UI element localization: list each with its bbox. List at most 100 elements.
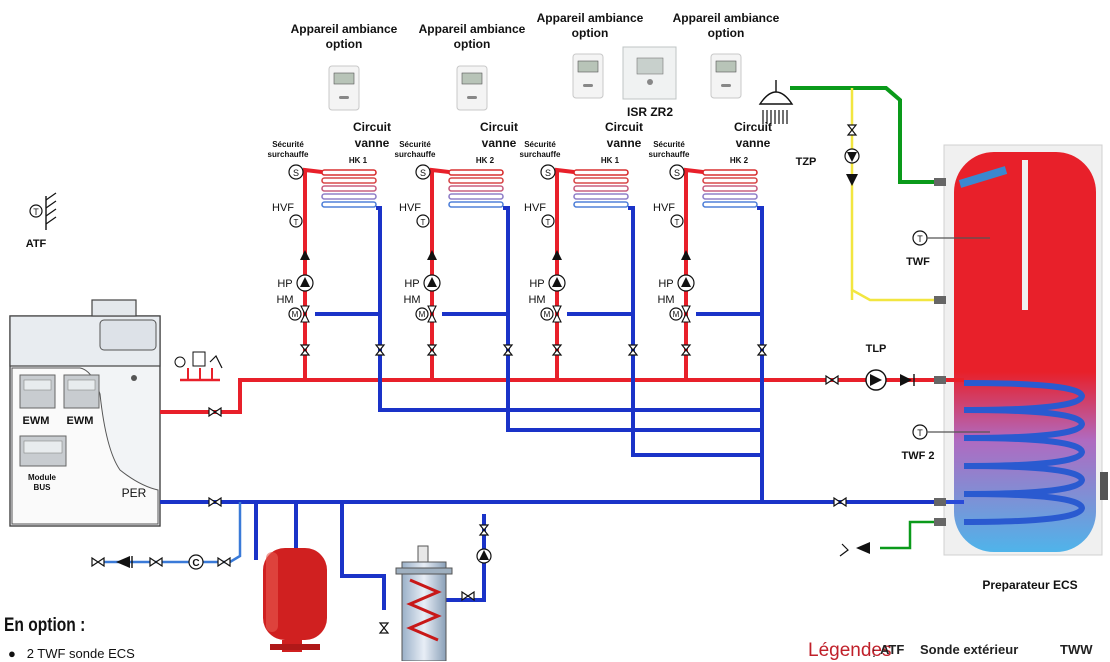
room-unit-sub: option xyxy=(326,37,363,51)
radiator-icon xyxy=(448,169,504,208)
isolation-valve-icon xyxy=(208,497,222,507)
mixing-valve-motor-icon xyxy=(540,307,554,321)
legend-code-2: TWW xyxy=(1060,642,1093,657)
isolation-valve-icon xyxy=(91,557,105,567)
safety-label: Sécurité xyxy=(272,140,304,149)
tank-sensors: TZP T TWF TLP T TWF 2 xyxy=(758,80,990,526)
safety-label: Sécurité xyxy=(653,140,685,149)
hvf-label: HVF xyxy=(524,202,546,214)
isolation-valve-icon xyxy=(833,497,847,507)
temperature-sensor-icon xyxy=(416,214,430,228)
pumps xyxy=(476,148,915,564)
hm-label: HM xyxy=(403,294,420,306)
isolation-valve-icon xyxy=(375,344,385,356)
isolation-valve-icon xyxy=(681,344,691,356)
isolation-valve-icon xyxy=(427,344,437,356)
svg-text:T: T xyxy=(546,218,551,227)
boiler: EWM EWM Module BUS PER xyxy=(9,299,161,527)
svg-text:C: C xyxy=(192,558,199,569)
circuit-title: Circuit xyxy=(480,120,518,134)
thermostat-icon xyxy=(456,65,488,111)
room-unit-label: Appareil ambiance xyxy=(419,22,526,36)
svg-text:S: S xyxy=(674,168,680,178)
isolation-valve-icon xyxy=(628,344,638,356)
per-label: PER xyxy=(122,486,147,500)
safety-thermostat-icon xyxy=(540,164,556,180)
hp-label: HP xyxy=(658,278,673,290)
circuit-title: Circuit xyxy=(734,120,772,134)
twf-label: TWF xyxy=(906,256,930,268)
hm-label: HM xyxy=(276,294,293,306)
safety-thermostat-icon xyxy=(669,164,685,180)
svg-text:T: T xyxy=(33,207,39,217)
svg-text:S: S xyxy=(420,168,426,178)
radiator-icon xyxy=(702,169,758,208)
temperature-sensor-icon xyxy=(289,214,303,228)
circuit-title: vanne xyxy=(607,136,642,150)
hvf-label: HVF xyxy=(399,202,421,214)
safety-thermostat-icon xyxy=(288,164,304,180)
legend-separator: : xyxy=(872,644,876,660)
circuit-title: Circuit xyxy=(353,120,391,134)
isolation-valve-icon xyxy=(847,124,857,136)
safety-label: surchauffe xyxy=(395,150,436,159)
expansion-vessel xyxy=(263,548,327,652)
dhw-pipes xyxy=(790,86,940,550)
legend-description: Sonde extérieur xyxy=(920,642,1019,657)
atf-label: ATF xyxy=(26,238,47,250)
ewm-label: EWM xyxy=(67,415,94,427)
hp-label: HP xyxy=(277,278,292,290)
inlet-devices: C xyxy=(116,554,204,570)
circuit-title: vanne xyxy=(736,136,771,150)
isolation-valve-icon xyxy=(300,344,310,356)
hk-label: HK 2 xyxy=(476,156,495,165)
options-item: ● 2 TWF sonde ECS xyxy=(8,646,135,661)
circuit-title: vanne xyxy=(355,136,390,150)
safety-label: surchauffe xyxy=(649,150,690,159)
hm-label: HM xyxy=(657,294,674,306)
isr-label: ISR ZR2 xyxy=(627,105,673,119)
hp-label: HP xyxy=(529,278,544,290)
options-title: En option : xyxy=(4,615,86,636)
room-unit-sub: option xyxy=(708,26,745,40)
svg-text:M: M xyxy=(292,310,299,319)
options-item-text: 2 TWF sonde ECS xyxy=(26,646,135,661)
temperature-sensor-icon xyxy=(29,204,43,218)
tank-coil xyxy=(963,380,1086,525)
hk-label: HK 2 xyxy=(730,156,749,165)
radiator-icon xyxy=(573,169,629,208)
outdoor-sensor: T ATF xyxy=(26,192,57,250)
mixing-valve-motor-icon xyxy=(669,307,683,321)
module-label: BUS xyxy=(34,483,52,492)
isolation-valve-icon xyxy=(757,344,767,356)
room-unit-label: Appareil ambiance xyxy=(291,22,398,36)
isolation-valve-icon xyxy=(149,557,163,567)
meter-icon xyxy=(188,554,204,570)
room-unit-3: Appareil ambiance option xyxy=(537,11,644,99)
hm-label: HM xyxy=(528,294,545,306)
circuit-title: vanne xyxy=(482,136,517,150)
room-unit-2: Appareil ambiance option xyxy=(419,22,526,111)
svg-text:T: T xyxy=(917,428,923,438)
room-unit-label: Appareil ambiance xyxy=(673,11,780,25)
temperature-sensor-icon xyxy=(541,214,555,228)
safety-group xyxy=(174,351,223,382)
isolation-valve-icon xyxy=(479,524,489,536)
thermostat-icon xyxy=(572,53,604,99)
cold-water-inlet xyxy=(100,502,242,564)
isolation-valve-icon xyxy=(208,407,222,417)
room-unit-sub: option xyxy=(454,37,491,51)
hk-label: HK 1 xyxy=(349,156,368,165)
shower-icon xyxy=(758,91,794,105)
twf2-label: TWF 2 xyxy=(902,450,935,462)
isolation-valve-icon xyxy=(217,557,231,567)
svg-text:T: T xyxy=(294,218,299,227)
safety-label: Sécurité xyxy=(524,140,556,149)
isolation-valve-icon xyxy=(503,344,513,356)
ewm-label: EWM xyxy=(23,415,50,427)
radiator-icon xyxy=(321,169,377,208)
